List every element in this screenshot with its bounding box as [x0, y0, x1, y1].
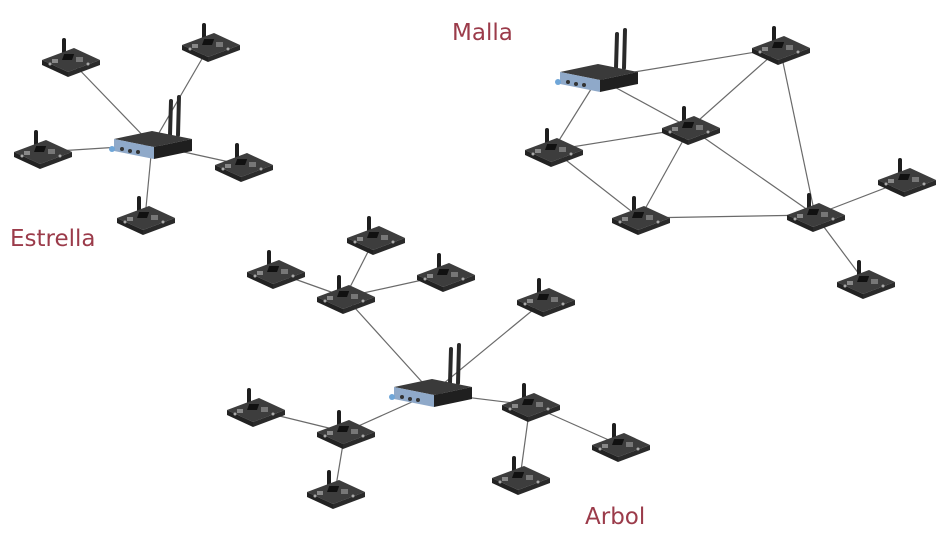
tree-sensor-node-icon [345, 216, 407, 257]
star-sensor-node-icon [40, 38, 102, 79]
mesh-link [552, 149, 641, 219]
tree-sensor-node-icon [245, 250, 307, 291]
mesh-sensor-node-icon [785, 193, 847, 234]
nodes-layer [12, 23, 936, 511]
tree-sensor-node-icon [315, 275, 377, 316]
tree-sensor-node-icon [515, 278, 577, 319]
mesh-sensor-node-icon [523, 128, 585, 169]
mesh-sensor-node-icon [660, 106, 722, 147]
tree-link [344, 296, 433, 394]
tree-sensor-node-icon [500, 383, 562, 424]
mesh-link [689, 47, 781, 129]
tree-router-icon [387, 343, 474, 409]
tree-sensor-node-icon [415, 253, 477, 294]
tree-sensor-node-icon [315, 410, 377, 451]
mesh-sensor-node-icon [835, 260, 897, 301]
mesh-sensor-node-icon [750, 26, 812, 67]
mesh-router-icon [553, 28, 640, 94]
star-sensor-node-icon [213, 143, 275, 184]
star-router-icon [107, 95, 194, 161]
tree-sensor-node-icon [225, 388, 287, 429]
tree-sensor-node-icon [490, 456, 552, 497]
tree-topology-label: Arbol [585, 504, 646, 530]
mesh-sensor-node-icon [876, 158, 936, 199]
mesh-link [639, 127, 691, 219]
mesh-link [689, 127, 816, 216]
star-link [69, 59, 153, 146]
mesh-link [639, 214, 816, 219]
mesh-link [779, 47, 816, 216]
mesh-topology-label: Malla [452, 20, 513, 46]
star-link [151, 44, 211, 146]
star-sensor-node-icon [12, 130, 74, 171]
star-topology-label: Estrella [10, 226, 96, 252]
star-sensor-node-icon [180, 23, 242, 64]
tree-sensor-node-icon [590, 423, 652, 464]
tree-sensor-node-icon [305, 470, 367, 511]
